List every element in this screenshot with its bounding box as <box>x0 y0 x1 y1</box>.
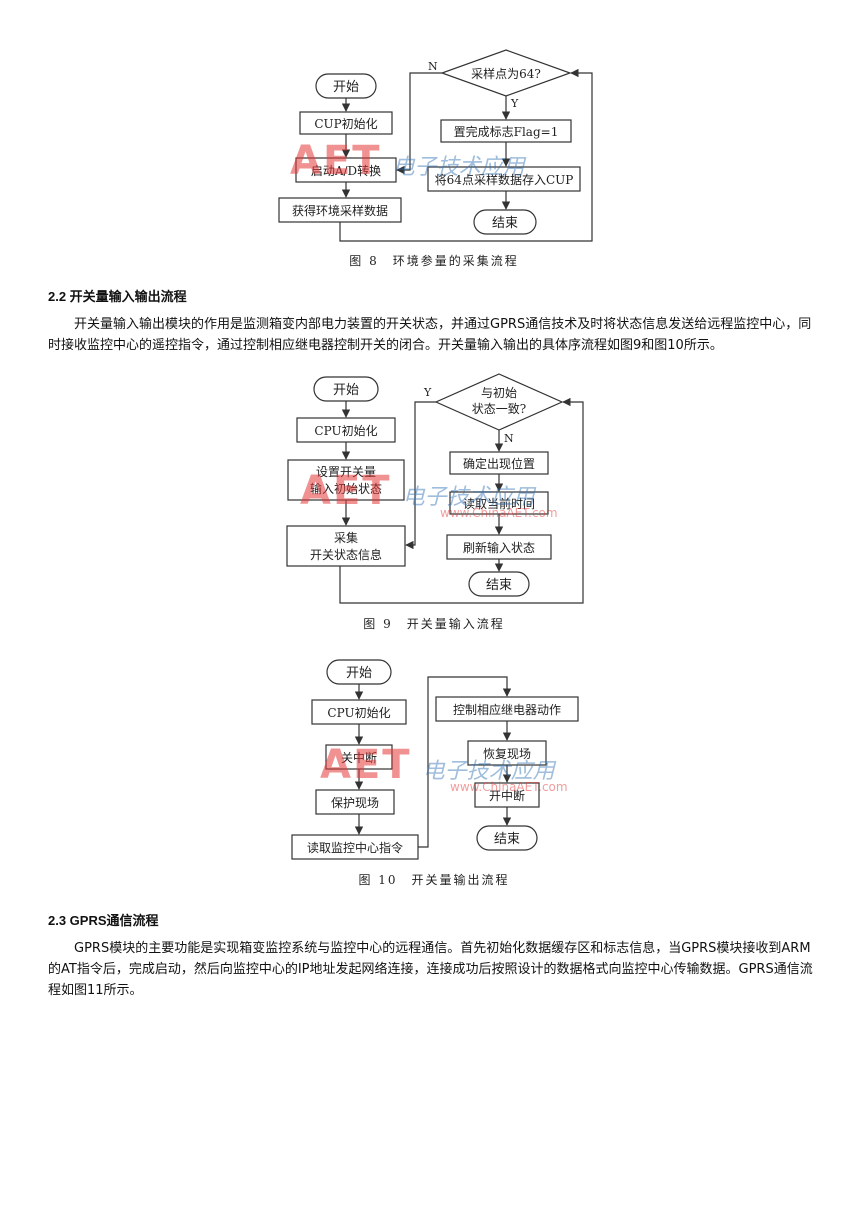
fig9-init-label: CPU初始化 <box>314 424 377 438</box>
section-2-2-paragraph: 开关量输入输出模块的作用是监测箱变内部电力装置的开关状态，并通过GPRS通信技术… <box>48 317 812 353</box>
fig9-set-state-node: 设置开关量 输入初始状态 <box>287 459 405 501</box>
fig10-enable-int-node: 开中断 <box>474 782 540 808</box>
fig8-init-node: CUP初始化 <box>299 111 393 135</box>
fig8-store-node: 将64点采样数据存入CUP <box>427 166 581 192</box>
fig10-enable-int-label: 开中断 <box>489 788 525 803</box>
fig10-restore-label: 恢复现场 <box>483 747 531 761</box>
fig8-store-label: 将64点采样数据存入CUP <box>435 172 574 187</box>
fig10-disable-int-label: 关中断 <box>341 750 377 765</box>
fig10-protect-node: 保护现场 <box>315 789 395 815</box>
fig9-refresh-label: 刷新输入状态 <box>463 540 535 555</box>
fig9-collect-label-1: 采集 <box>334 530 358 545</box>
fig9-locate-node: 确定出现位置 <box>449 451 549 475</box>
fig8-set-flag-label: 置完成标志Flag=1 <box>454 124 559 139</box>
fig9-y-label: Y <box>423 386 432 399</box>
fig9-start-node: 开始 <box>313 376 379 402</box>
figure-9-flowchart: 开始 CPU初始化 设置开关量 输入初始状态 采集 开关状态信息 与初始 状态一… <box>286 373 584 631</box>
fig9-read-time-node: 读取当前时间 <box>449 491 549 515</box>
fig10-protect-label: 保护现场 <box>331 796 379 810</box>
fig10-init-label: CPU初始化 <box>327 706 390 720</box>
fig9-init-node: CPU初始化 <box>296 417 396 443</box>
fig9-start-label: 开始 <box>333 383 359 398</box>
fig8-caption: 图 8 环境参量的采集流程 <box>349 253 518 268</box>
fig9-decision-node: 与初始 状态一致? <box>434 373 564 431</box>
fig10-read-cmd-node: 读取监控中心指令 <box>291 834 419 860</box>
fig9-end-label: 结束 <box>486 578 512 593</box>
section-2-2-title: 2.2 开关量输入输出流程 <box>48 289 187 304</box>
fig8-end-label: 结束 <box>492 216 518 231</box>
fig8-start-node: 开始 <box>315 73 377 99</box>
fig9-end-node: 结束 <box>468 571 530 597</box>
section-2-3-title: 2.3 GPRS通信流程 <box>48 913 159 928</box>
fig10-start-label: 开始 <box>346 666 372 681</box>
fig8-decision-label: 采样点为64? <box>471 66 541 81</box>
fig9-set-state-label-2: 输入初始状态 <box>310 481 382 496</box>
fig10-init-node: CPU初始化 <box>311 699 407 725</box>
fig9-decision-label-1: 与初始 <box>481 386 517 400</box>
fig9-set-state-label-1: 设置开关量 <box>316 465 376 479</box>
fig9-n-label: N <box>504 432 514 445</box>
fig8-start-label: 开始 <box>333 80 359 95</box>
fig8-n-label: N <box>428 60 438 73</box>
fig10-caption: 图 10 开关量输出流程 <box>358 872 509 887</box>
figure-10-flowchart: 开始 CPU初始化 关中断 保护现场 读取监控中心指令 控制相应继电器动作 恢复… <box>291 659 579 887</box>
fig10-relay-label: 控制相应继电器动作 <box>453 702 561 717</box>
fig10-end-node: 结束 <box>476 825 538 851</box>
fig10-restore-node: 恢复现场 <box>467 740 547 766</box>
fig10-read-cmd-label: 读取监控中心指令 <box>307 840 403 855</box>
figure-8-flowchart: 开始 CUP初始化 启动A/D转换 获得环境采样数据 采样点为64? 置完成标志… <box>278 49 593 268</box>
fig10-relay-node: 控制相应继电器动作 <box>435 696 579 722</box>
fig8-start-ad-node: 启动A/D转换 <box>295 157 397 183</box>
fig9-decision-label-2: 状态一致? <box>472 402 526 416</box>
fig10-end-label: 结束 <box>494 832 520 847</box>
fig8-end-node: 结束 <box>473 209 537 235</box>
fig8-decision-node: 采样点为64? <box>440 49 572 97</box>
fig9-locate-label: 确定出现位置 <box>463 456 535 471</box>
fig10-disable-int-node: 关中断 <box>325 744 393 770</box>
fig9-collect-node: 采集 开关状态信息 <box>286 525 406 567</box>
fig9-caption: 图 9 开关量输入流程 <box>363 616 504 631</box>
fig8-y-label: Y <box>510 97 519 110</box>
fig8-set-flag-node: 置完成标志Flag=1 <box>440 119 572 143</box>
fig9-read-time-label: 读取当前时间 <box>463 496 535 511</box>
fig8-acquire-node: 获得环境采样数据 <box>278 197 402 223</box>
fig9-collect-label-2: 开关状态信息 <box>310 547 382 562</box>
fig10-start-node: 开始 <box>326 659 392 685</box>
fig9-refresh-node: 刷新输入状态 <box>446 534 552 560</box>
section-2-3-paragraph: GPRS模块的主要功能是实现箱变监控系统与监控中心的远程通信。首先初始化数据缓存… <box>48 941 813 998</box>
fig8-acquire-label: 获得环境采样数据 <box>292 203 388 218</box>
fig8-init-label: CUP初始化 <box>314 117 377 131</box>
fig8-start-ad-label: 启动A/D转换 <box>311 163 381 178</box>
